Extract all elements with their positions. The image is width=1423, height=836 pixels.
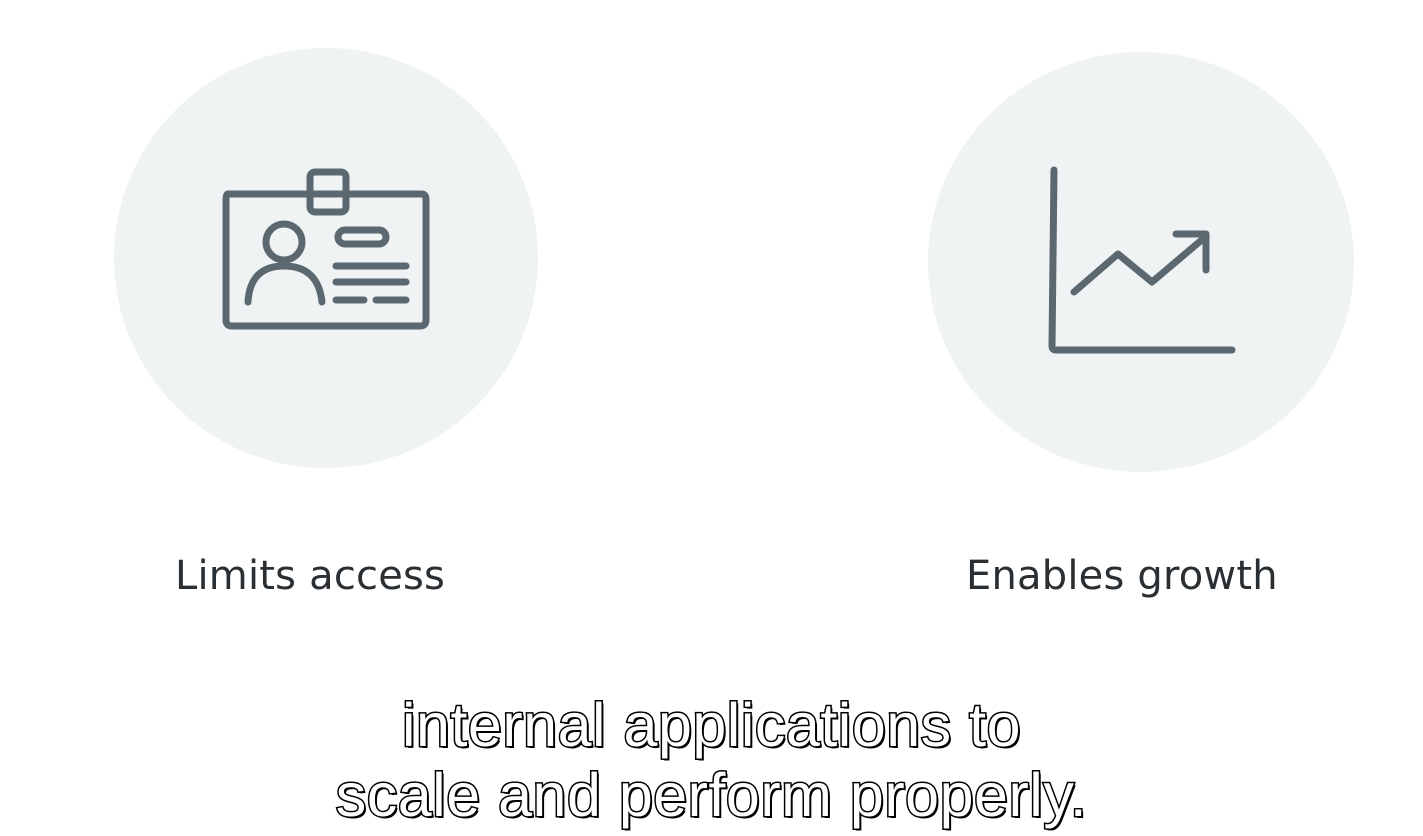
feature-label: Enables growth <box>966 553 1278 599</box>
subtitle-line: scale and perform properly. <box>334 760 1088 831</box>
subtitle-caption: internal applications to scale and perfo… <box>0 690 1423 831</box>
id-badge-icon <box>222 168 430 330</box>
subtitle-line: internal applications to <box>401 690 1023 761</box>
feature-label: Limits access <box>175 553 446 599</box>
icon-circle-background <box>928 52 1354 472</box>
growth-chart-icon <box>1048 166 1236 354</box>
icon-circle-background <box>114 48 538 468</box>
